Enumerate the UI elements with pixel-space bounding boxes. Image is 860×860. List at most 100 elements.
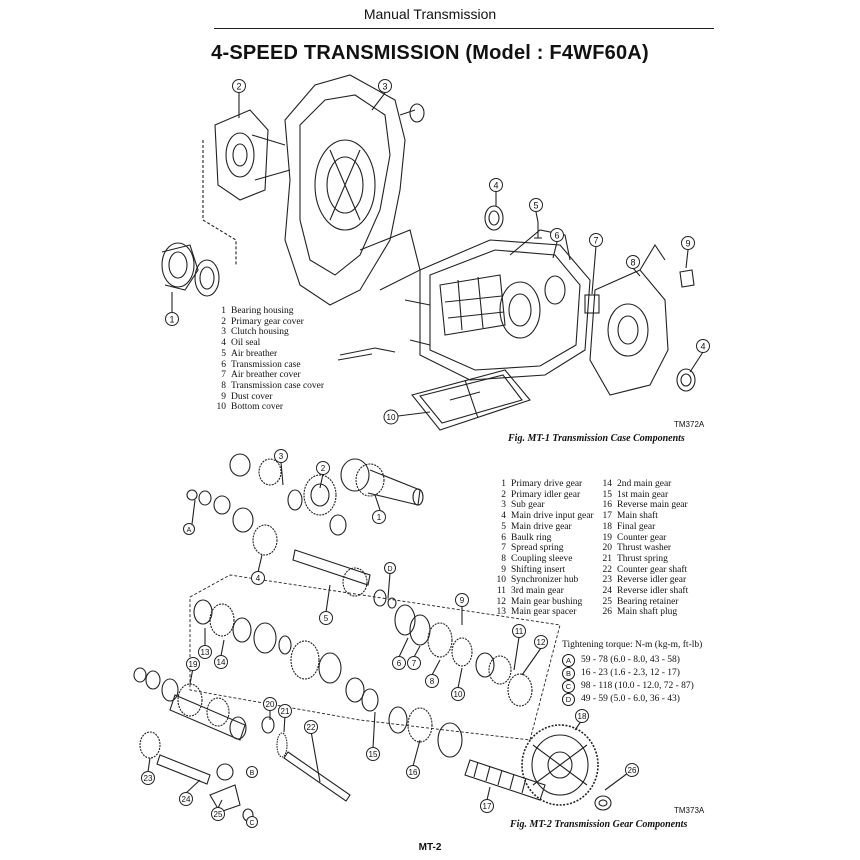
svg-text:2: 2 [321, 464, 326, 473]
fig1-code: TM372A [674, 420, 705, 429]
callout-7: 7 [593, 236, 598, 246]
svg-text:24: 24 [182, 795, 191, 804]
legend-item: 7 Air breather cover [210, 370, 324, 381]
legend-label: Transmission case [231, 359, 301, 370]
legend-number: 1 [501, 479, 506, 489]
svg-text:17: 17 [483, 802, 492, 811]
legend-label: 2nd main gear [617, 479, 672, 489]
legend-item: 2 Primary idler gear [490, 490, 594, 501]
legend-item: 8 Coupling sleeve [490, 554, 594, 565]
svg-text:6: 6 [397, 659, 402, 668]
legend-number: 4 [221, 338, 226, 349]
svg-text:19: 19 [189, 660, 198, 669]
legend-label: Synchronizer hub [511, 575, 579, 586]
transmission-case-drawing [404, 229, 591, 381]
svg-text:12: 12 [537, 638, 546, 647]
torque-letter: C [562, 680, 575, 693]
legend-label: Main shaft plug [617, 607, 678, 618]
svg-text:23: 23 [144, 774, 153, 783]
legend-number: 19 [602, 532, 613, 543]
legend-number: 1 [221, 306, 226, 316]
torque-letter: B [562, 667, 575, 680]
legend-label: Air breather cover [231, 370, 301, 381]
legend-number: 2 [501, 489, 506, 500]
callout-10: 10 [387, 413, 396, 422]
legend-label: Reverse main gear [617, 500, 688, 511]
svg-text:B: B [250, 770, 255, 777]
svg-text:15: 15 [369, 750, 378, 759]
legend-number: 5 [221, 348, 226, 359]
svg-text:A: A [187, 527, 192, 534]
legend-label: Oil seal [231, 338, 261, 349]
svg-text:C: C [249, 820, 254, 827]
svg-text:22: 22 [307, 723, 316, 732]
callout-3: 3 [382, 82, 387, 92]
legend-number: 6 [501, 532, 506, 543]
svg-text:11: 11 [515, 627, 524, 636]
legend-number: 13 [496, 607, 507, 618]
legend-number: 7 [221, 370, 226, 381]
legend-item: 10 Synchronizer hub [490, 575, 594, 586]
legend-label: 3rd main gear [511, 586, 564, 597]
legend-number: 12 [496, 596, 507, 607]
legend-number: 11 [496, 586, 506, 597]
legend-number: 8 [501, 553, 506, 564]
bearing-housing-drawing [161, 242, 220, 297]
legend-label: Primary idler gear [511, 489, 581, 500]
primary-gear-cover-drawing [214, 109, 291, 201]
legend-number: 3 [501, 500, 506, 511]
svg-text:26: 26 [628, 766, 637, 775]
svg-text:21: 21 [281, 707, 290, 716]
svg-text:D: D [387, 566, 392, 573]
bottom-cover-drawing [411, 369, 531, 431]
legend-label: Counter gear [617, 532, 667, 543]
legend-number: 10 [496, 575, 507, 586]
fig2-code: TM373A [674, 806, 705, 815]
legend-number: 8 [221, 380, 226, 391]
svg-text:8: 8 [430, 677, 435, 686]
legend-number: 23 [602, 575, 613, 586]
legend-number: 16 [602, 500, 613, 511]
callout-4: 4 [493, 181, 498, 191]
legend-label: Counter gear shaft [617, 564, 688, 575]
fig2-caption: Fig. MT-2 Transmission Gear Components [510, 819, 688, 830]
legend-number: 17 [602, 511, 613, 522]
legend-label: Coupling sleeve [511, 553, 573, 564]
running-header: Manual Transmission [363, 6, 497, 22]
legend-label: Thrust spring [617, 553, 668, 564]
primary-idler-gear-drawing [303, 474, 337, 516]
page-title: 4-SPEED TRANSMISSION (Model : F4WF60A) [211, 42, 649, 64]
callout-fig1: 2 3 4 5 6 7 8 9 4 10 1 [165, 79, 710, 425]
legend-number: 22 [602, 564, 613, 575]
svg-text:7: 7 [412, 659, 417, 668]
clutch-housing-drawing [284, 74, 421, 306]
legend-label: Main shaft [617, 511, 658, 522]
legend-item: 16 Reverse main gear [596, 500, 688, 511]
callout-5: 5 [533, 201, 538, 211]
legend-item: 17 Main shaft [596, 511, 688, 522]
callout-4b: 4 [700, 342, 705, 352]
legend-number: 21 [602, 553, 613, 564]
legend-number: 7 [501, 543, 506, 554]
svg-text:4: 4 [256, 574, 261, 583]
legend-number: 3 [221, 327, 226, 338]
